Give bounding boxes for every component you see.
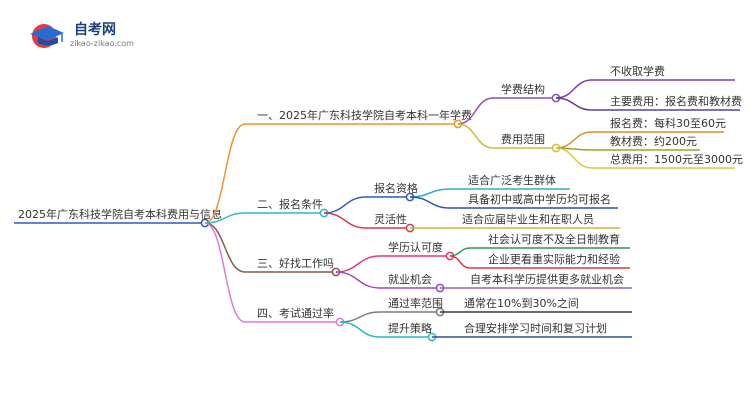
leaf-connector <box>555 79 593 99</box>
leaf-label: 企业更看重实际能力和经验 <box>488 252 620 266</box>
subtopic-label: 灵活性 <box>374 212 407 226</box>
leaf-label: 通常在10%到30%之间 <box>464 296 579 310</box>
leaf-label: 自考本科学历提供更多就业机会 <box>470 272 624 286</box>
branch-connector <box>204 212 246 224</box>
branch-connector <box>204 123 246 224</box>
subtopic-label: 报名资格 <box>374 181 418 195</box>
branch-connector <box>204 222 246 323</box>
leaf-connector <box>555 97 593 111</box>
leaf-label: 主要费用：报名费和教材费 <box>610 94 742 108</box>
branch-label: 一、2025年广东科技学院自考本科一年学费 <box>257 108 472 122</box>
subtopic-label: 学历认可度 <box>388 240 443 254</box>
subtopic-label: 费用范围 <box>501 132 545 146</box>
leaf-label: 不收取学费 <box>610 64 665 78</box>
subtopic-connector <box>335 255 381 273</box>
logo-url: zikao-zikao.com <box>70 39 134 48</box>
branch-label: 四、考试通过率 <box>257 306 334 320</box>
subtopic-connector <box>323 212 367 229</box>
subtopic-connector <box>323 196 367 214</box>
subtopic-label: 通过率范围 <box>388 296 443 310</box>
root-node-label: 2025年广东科技学院自考本科费用与信息 <box>18 207 222 221</box>
graduation-cap-icon <box>30 24 64 48</box>
leaf-label: 报名费：每科30至60元 <box>610 116 726 130</box>
leaf-connector <box>409 196 451 209</box>
leaf-label: 具备初中或高中学历均可报名 <box>468 192 611 206</box>
subtopic-label: 提升策略 <box>388 321 432 335</box>
subtopic-connector <box>457 97 494 125</box>
logo-title: 自考网 <box>74 22 116 38</box>
subtopic-label: 就业机会 <box>388 272 432 286</box>
leaf-connector <box>555 131 593 149</box>
subtopic-connector <box>339 321 381 338</box>
leaf-label: 总费用：1500元至3000元 <box>610 152 743 166</box>
leaf-label: 教材费：约200元 <box>610 134 697 148</box>
leaf-label: 合理安排学习时间和复习计划 <box>464 321 607 335</box>
subtopic-connector <box>339 311 381 323</box>
leaf-label: 社会认可度不及全日制教育 <box>488 232 620 246</box>
leaf-label: 适合广泛考生群体 <box>468 173 556 187</box>
branch-label: 二、报名条件 <box>257 197 323 211</box>
subtopic-connector <box>457 123 494 149</box>
subtopic-label: 学费结构 <box>501 82 545 96</box>
leaf-label: 适合应届毕业生和在职人员 <box>462 212 594 226</box>
leaf-connector <box>555 147 593 169</box>
branch-connector <box>204 222 246 273</box>
branch-label: 三、好找工作吗 <box>257 256 334 270</box>
site-logo[interactable]: 自考网 zikao-zikao.com <box>28 16 158 52</box>
subtopic-connector <box>335 271 381 289</box>
leaf-connector <box>449 255 471 269</box>
